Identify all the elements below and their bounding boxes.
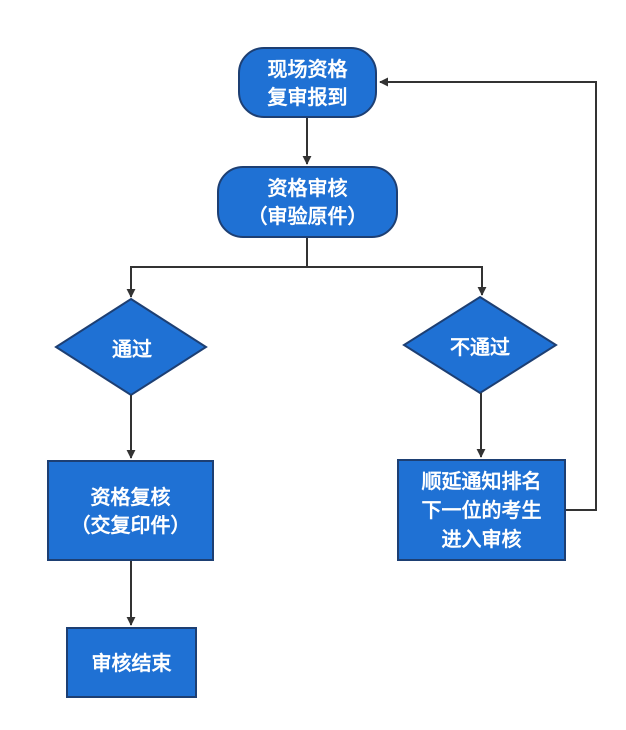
node-qualification-recheck: 资格复核 （交复印件） bbox=[47, 460, 214, 561]
node-onsite-checkin: 现场资格 复审报到 bbox=[238, 47, 377, 118]
node-qualification-review-line-2: （审验原件） bbox=[247, 204, 368, 228]
edge-next-loop-to-start bbox=[379, 77, 597, 511]
node-notify-next-candidate-line-3: 进入审核 bbox=[441, 526, 522, 551]
decision-fail-label: 不通过 bbox=[450, 334, 510, 359]
node-onsite-checkin-line-2: 复审报到 bbox=[267, 84, 348, 109]
node-review-end-label: 审核结束 bbox=[91, 650, 172, 675]
decision-pass-label: 通过 bbox=[112, 336, 152, 361]
node-qualification-recheck-line-1: 资格复核 bbox=[90, 484, 171, 509]
node-qualification-recheck-line-2: （交复印件） bbox=[70, 512, 191, 537]
node-onsite-checkin-line-1: 现场资格 bbox=[267, 56, 348, 81]
node-qualification-review: 资格审核 （审验原件） bbox=[217, 166, 398, 238]
node-qualification-review-line-1: 资格审核 bbox=[267, 176, 348, 200]
node-review-end: 审核结束 bbox=[66, 627, 197, 698]
node-notify-next-candidate-line-1: 顺延通知排名 bbox=[421, 468, 542, 493]
node-notify-next-candidate: 顺延通知排名 下一位的考生 进入审核 bbox=[397, 459, 566, 561]
node-notify-next-candidate-line-2: 下一位的考生 bbox=[421, 497, 542, 522]
